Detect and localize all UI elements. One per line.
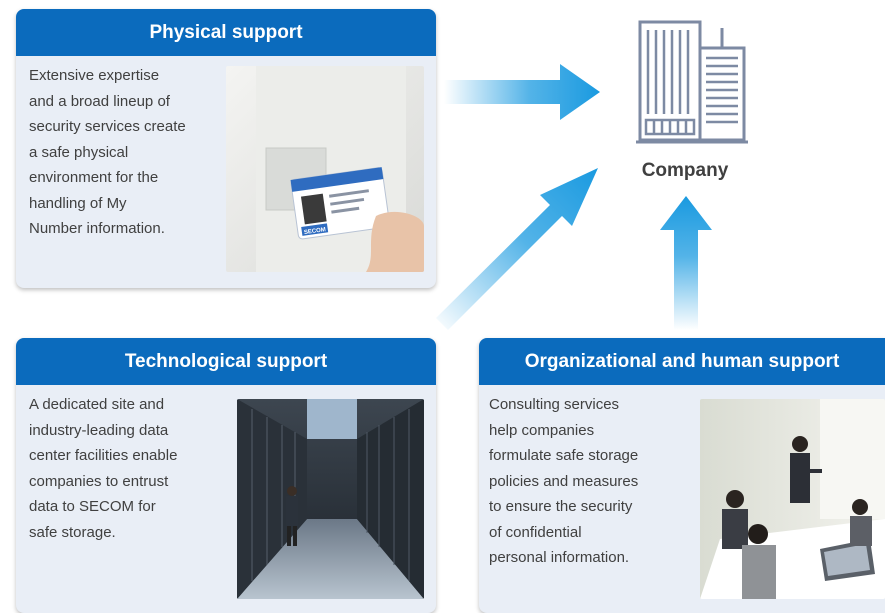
panel-title: Organizational and human support bbox=[479, 338, 885, 385]
panel-description: Extensive expertise and a broad lineup o… bbox=[29, 67, 186, 237]
office-building-icon bbox=[636, 20, 748, 144]
physical-support-panel: Physical support Extensive expertise and… bbox=[16, 9, 436, 288]
business-meeting-photo bbox=[700, 399, 885, 599]
panel-description: Consulting services help companies formu… bbox=[489, 396, 639, 566]
technological-support-panel: Technological support A dedicated site a… bbox=[16, 338, 436, 613]
panel-description: A dedicated site and industry-leading da… bbox=[29, 396, 178, 541]
arrow-organizational-to-company bbox=[660, 196, 712, 330]
panel-title: Technological support bbox=[16, 338, 436, 385]
arrow-physical-to-company bbox=[444, 64, 600, 120]
panel-title: Physical support bbox=[16, 9, 436, 56]
id-card-reader-photo: SECOM bbox=[226, 66, 424, 272]
arrow-technological-to-company bbox=[436, 168, 598, 330]
organizational-support-panel: Organizational and human support Consult… bbox=[479, 338, 885, 613]
card-logo: SECOM bbox=[304, 227, 327, 236]
company-label: Company bbox=[641, 160, 729, 181]
data-center-photo bbox=[237, 399, 424, 599]
